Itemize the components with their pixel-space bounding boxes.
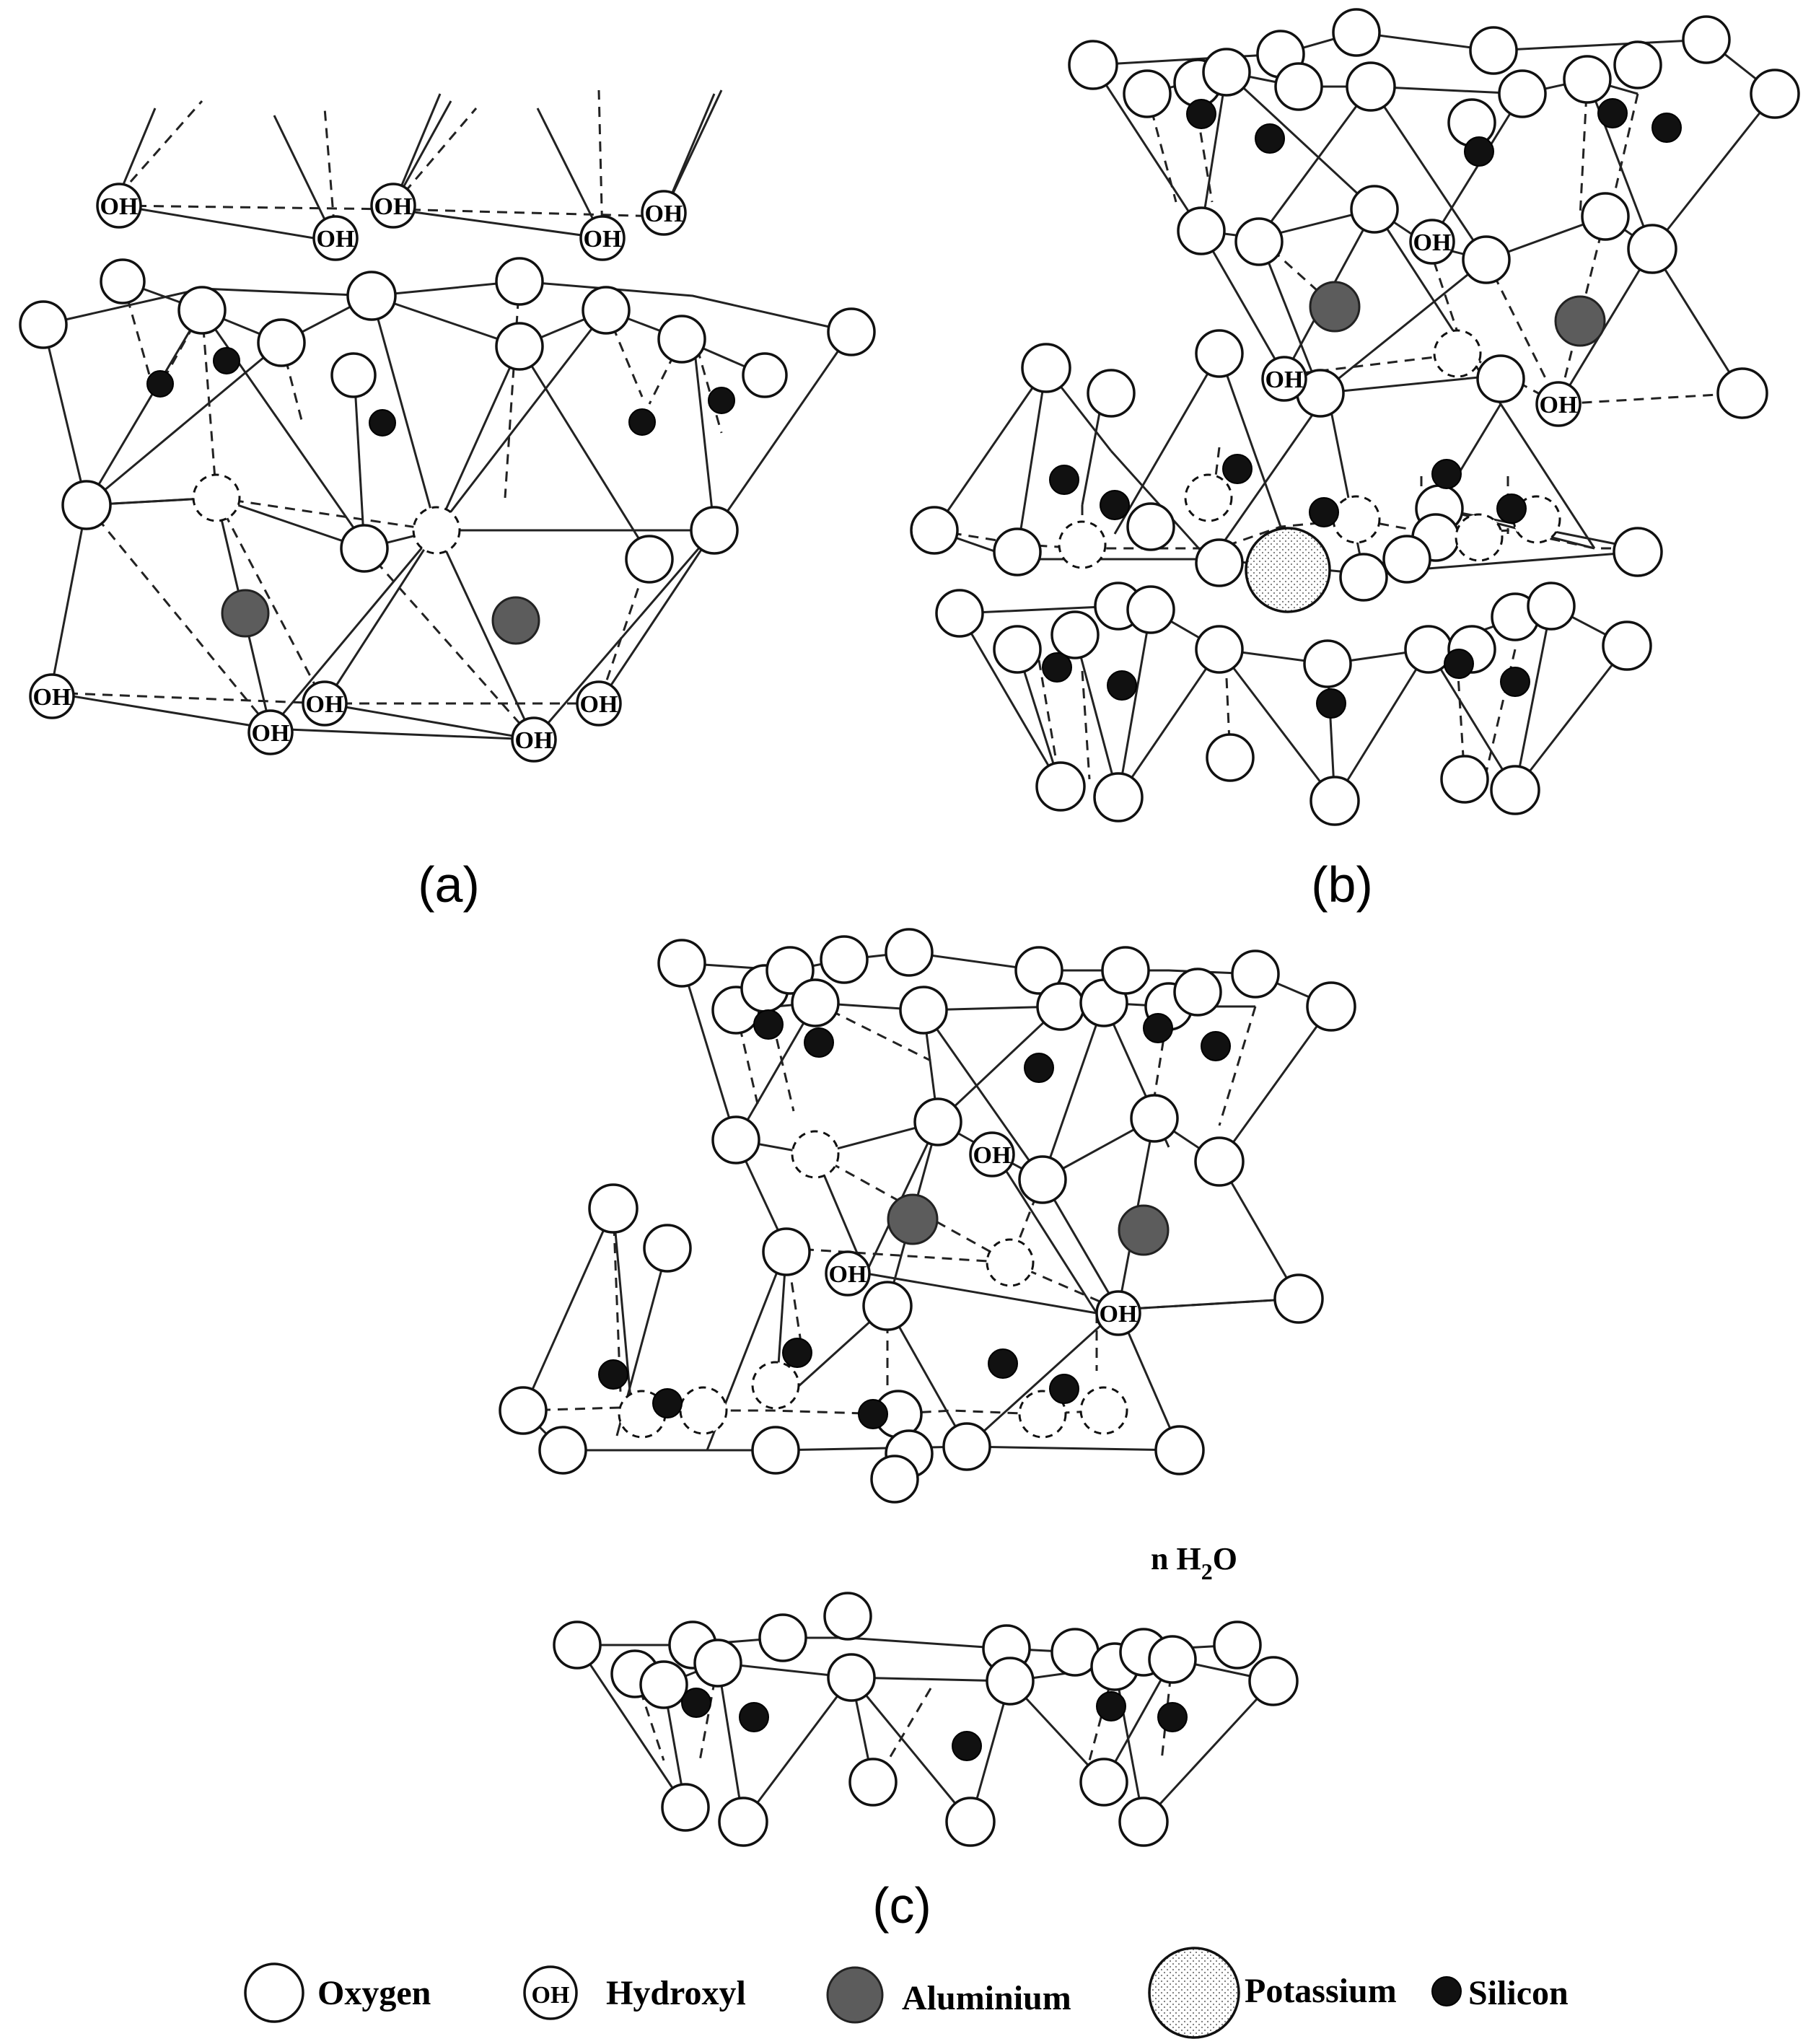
potassium-swatch bbox=[1148, 1947, 1240, 2039]
svg-text:OH: OH bbox=[306, 691, 344, 718]
legend-item-hydroxyl: OH Hydroxyl bbox=[523, 1965, 746, 2020]
svg-text:OH: OH bbox=[973, 1142, 1012, 1169]
svg-text:OH: OH bbox=[1100, 1301, 1138, 1328]
svg-text:OH: OH bbox=[317, 226, 355, 253]
silicon-swatch bbox=[1431, 1976, 1462, 2006]
svg-text:OH: OH bbox=[584, 226, 622, 253]
svg-text:OH: OH bbox=[100, 193, 139, 220]
panel-a-structure: OH OH OH OH OH OH OH OH OH OH (a) bbox=[19, 89, 876, 913]
panel-c-hydroxyls: OH OH OH bbox=[825, 1131, 1141, 1336]
svg-text:Aluminium: Aluminium bbox=[902, 1979, 1071, 2017]
svg-text:OH: OH bbox=[645, 201, 683, 227]
svg-text:Potassium: Potassium bbox=[1245, 1972, 1397, 2010]
svg-text:OH: OH bbox=[252, 720, 290, 747]
svg-text:Oxygen: Oxygen bbox=[317, 1974, 431, 2012]
oxygen-swatch bbox=[244, 1962, 304, 2023]
svg-text:OH: OH bbox=[532, 1982, 570, 2009]
svg-text:OH: OH bbox=[1540, 392, 1578, 418]
legend-item-aluminium: Aluminium bbox=[826, 1966, 1071, 2024]
panel-c-structure: OH OH OH n H2O bbox=[499, 928, 1356, 1934]
svg-text:OH: OH bbox=[1413, 229, 1452, 256]
legend: Oxygen OH Hydroxyl Aluminium Potassium S… bbox=[244, 1947, 1569, 2039]
panel-b-structure: OH OH OH (b) bbox=[910, 8, 1800, 913]
svg-text:OH: OH bbox=[1265, 367, 1304, 393]
potassium-ion bbox=[1245, 527, 1331, 613]
panel-b-label: (b) bbox=[1311, 856, 1373, 913]
svg-text:Silicon: Silicon bbox=[1468, 1974, 1569, 2012]
svg-text:OH: OH bbox=[374, 193, 413, 220]
svg-text:OH: OH bbox=[829, 1261, 867, 1288]
panel-a-hydroxyls: OH OH OH OH OH OH OH OH OH OH bbox=[29, 183, 687, 763]
svg-text:Hydroxyl: Hydroxyl bbox=[606, 1974, 746, 2012]
svg-text:OH: OH bbox=[580, 691, 618, 718]
legend-item-oxygen: Oxygen bbox=[244, 1962, 431, 2023]
legend-item-potassium: Potassium bbox=[1148, 1947, 1397, 2039]
aluminium-swatch bbox=[826, 1966, 884, 2024]
panel-a-label: (a) bbox=[418, 856, 480, 913]
svg-text:OH: OH bbox=[515, 727, 553, 754]
legend-item-silicon: Silicon bbox=[1431, 1974, 1569, 2012]
svg-text:OH: OH bbox=[33, 684, 71, 711]
panel-b-hydroxyls: OH OH OH bbox=[1261, 219, 1582, 427]
interlayer-water-label: n H2O bbox=[1151, 1541, 1237, 1584]
hydroxyl-swatch bbox=[523, 1965, 578, 2020]
panel-c-label: (c) bbox=[872, 1877, 931, 1934]
